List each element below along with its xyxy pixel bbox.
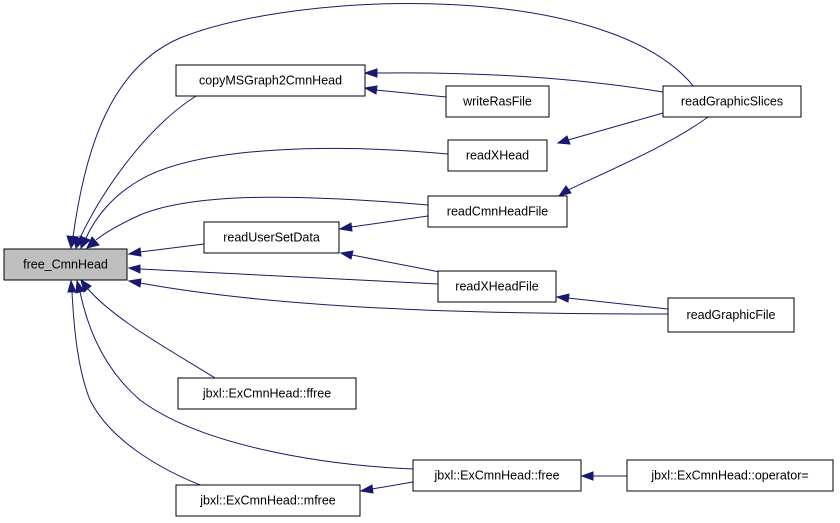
arrowhead	[363, 85, 378, 95]
edge-readxhead-to-free-cmnhead	[85, 148, 449, 239]
arrowhead	[555, 293, 570, 303]
node-readgraphicslices[interactable]: readGraphicSlices	[662, 85, 802, 118]
node-exc-operator[interactable]: jbxl::ExCmnHead::operator=	[626, 459, 834, 492]
node-readxhead[interactable]: readXHead	[447, 139, 548, 172]
edge-readgraphicslices-to-copymsgraph2cmnhead	[375, 72, 664, 93]
edge-readgraphicslices-to-free-cmnhead	[72, 3, 696, 238]
node-label: readGraphicSlices	[681, 95, 783, 109]
arrowhead	[80, 278, 92, 293]
node-label: jbxl::ExCmnHead::ffree	[202, 387, 331, 401]
node-label: jbxl::ExCmnHead::mfree	[199, 494, 336, 508]
node-label: jbxl::ExCmnHead::operator=	[650, 469, 808, 483]
arrowhead	[580, 471, 594, 481]
edge-writerasfile-to-copymsgraph2cmnhead	[375, 89, 447, 98]
edge-readgraphicslices-to-readxhead	[567, 112, 664, 141]
node-readgraphicfile[interactable]: readGraphicFile	[667, 297, 795, 333]
node-label: readXHead	[466, 149, 529, 163]
edge-readxheadfile-to-readusersetdata	[351, 254, 446, 274]
arrowhead	[127, 278, 142, 288]
arrowhead	[79, 235, 91, 250]
arrowhead	[86, 236, 100, 249]
arrowhead	[359, 484, 374, 494]
arrowhead	[338, 222, 353, 232]
edge-exc-free-to-exc-mfree	[371, 481, 414, 490]
node-readusersetdata[interactable]: readUserSetData	[203, 221, 340, 254]
node-label: readGraphicFile	[687, 308, 776, 322]
node-writerasfile[interactable]: writeRasFile	[445, 85, 550, 118]
arrowhead	[75, 279, 85, 294]
node-exc-ffree[interactable]: jbxl::ExCmnHead::ffree	[177, 377, 357, 410]
node-copymsgraph2cmnhead[interactable]: copyMSGraph2CmnHead	[175, 64, 366, 97]
node-exc-mfree[interactable]: jbxl::ExCmnHead::mfree	[175, 484, 361, 517]
arrowhead	[127, 264, 141, 274]
node-label: readUserSetData	[223, 231, 320, 245]
node-label: readXHeadFile	[455, 280, 538, 294]
node-label: free_CmnHead	[23, 258, 108, 272]
node-free-cmnhead[interactable]: free_CmnHead	[3, 248, 128, 281]
edge-readusersetdata-to-free-cmnhead	[139, 243, 205, 253]
edge-exc-free-to-free-cmnhead	[79, 291, 414, 470]
arrowhead	[66, 235, 79, 250]
node-readxheadfile[interactable]: readXHeadFile	[437, 270, 557, 303]
edge-readgraphicslices-to-readcmnheadfile	[567, 116, 709, 191]
node-label: readCmnHeadFile	[447, 205, 548, 219]
edge-readcmnheadfile-to-readusersetdata	[350, 215, 429, 228]
edge-layer	[66, 3, 709, 494]
node-readcmnheadfile[interactable]: readCmnHeadFile	[427, 195, 568, 228]
node-label: copyMSGraph2CmnHead	[199, 74, 342, 88]
node-exc-free[interactable]: jbxl::ExCmnHead::free	[412, 459, 582, 492]
arrowhead	[67, 279, 77, 293]
edge-copymsgraph2cmnhead-to-free-cmnhead	[79, 95, 197, 239]
arrowhead	[556, 135, 571, 145]
arrowhead	[339, 250, 354, 260]
edge-readgraphicfile-to-readxheadfile	[567, 297, 669, 310]
edge-exc-ffree-to-free-cmnhead	[87, 288, 216, 379]
node-label: writeRasFile	[462, 95, 532, 109]
edge-readcmnheadfile-to-free-cmnhead	[95, 196, 429, 241]
edge-readgraphicfile-to-free-cmnhead	[139, 282, 669, 315]
edge-exc-mfree-to-free-cmnhead	[71, 291, 209, 489]
edge-readxheadfile-to-free-cmnhead	[139, 268, 439, 285]
arrowhead	[363, 68, 378, 78]
arrowhead	[557, 185, 572, 197]
node-layer: free_CmnHead copyMSGraph2CmnHead writeRa…	[3, 64, 834, 517]
arrowhead	[127, 247, 142, 257]
node-label: jbxl::ExCmnHead::free	[433, 469, 559, 483]
